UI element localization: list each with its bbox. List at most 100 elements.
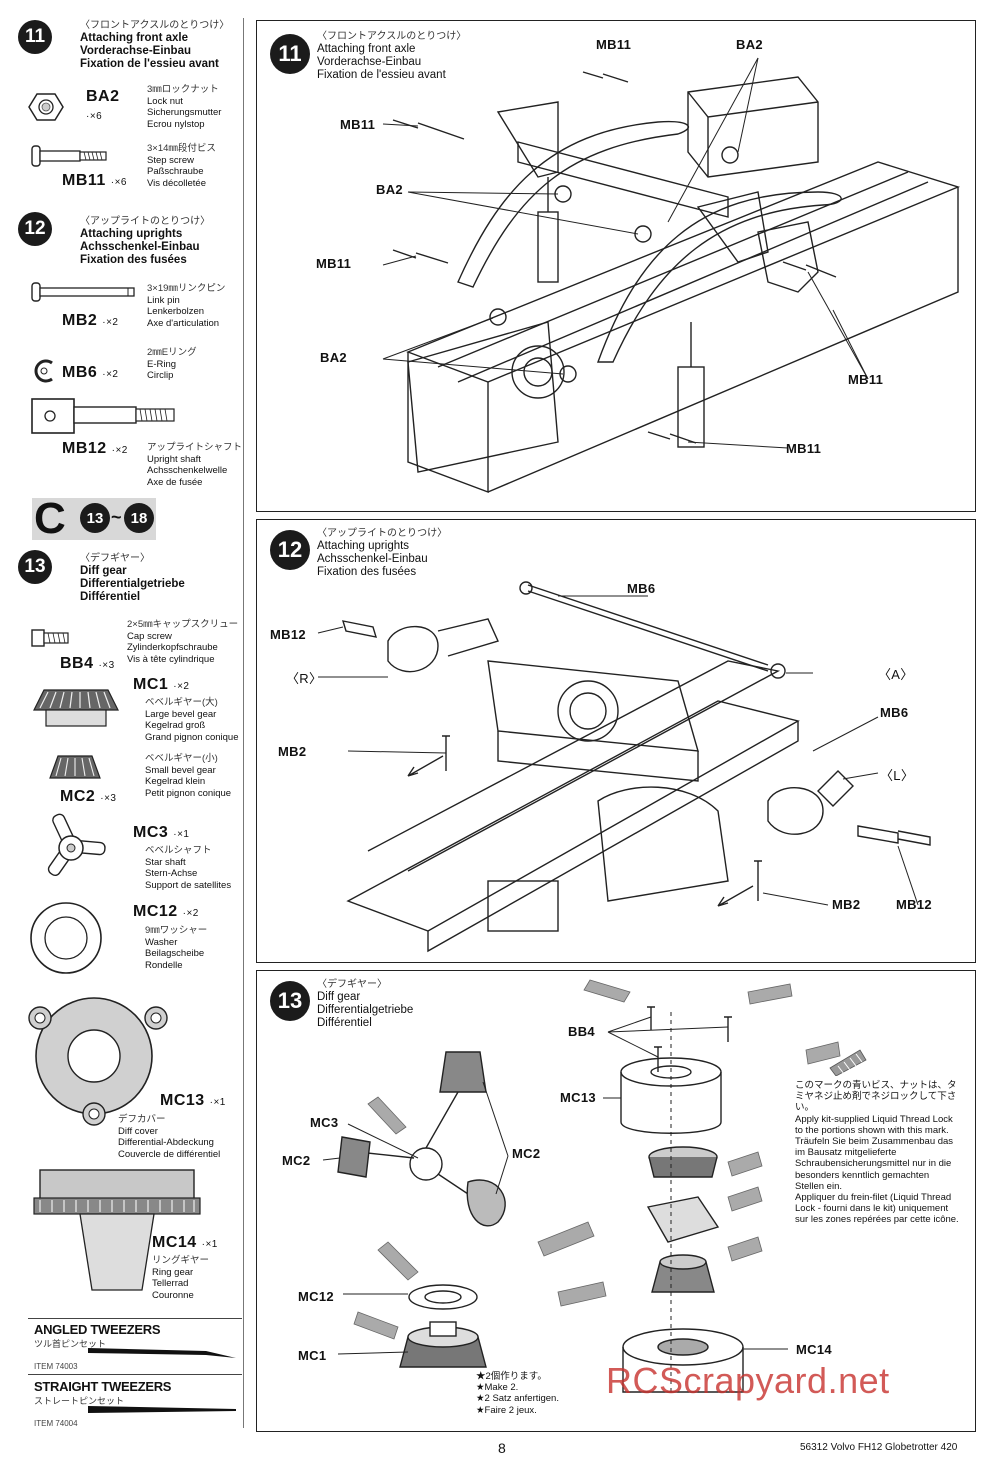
- lock-nut-icon: [28, 93, 64, 121]
- star-shaft-icon: [47, 813, 106, 877]
- note-en: Apply kit-supplied Liquid Thread Lock to…: [795, 1113, 953, 1136]
- straight-tweezers-icon: [88, 1406, 236, 1413]
- label-mc1: MC1: [298, 1348, 327, 1363]
- link-pin-icon: [31, 282, 135, 302]
- washer-icon: [30, 902, 102, 974]
- small-bevel-gear-icon: [49, 755, 101, 779]
- label-mb12: MB12: [896, 897, 932, 912]
- part-code-bb4: BB4 ·×3: [60, 655, 115, 672]
- step-12-panel-badge: 12: [270, 530, 310, 570]
- part-code-mc13: MC13 ·×1: [160, 1092, 226, 1109]
- part-code-mb2: MB2 ·×2: [62, 312, 119, 329]
- step-11-panel-title: 〈フロントアクスルのとりつけ〉 Attaching front axle Vor…: [317, 31, 467, 81]
- label-l-side: 〈L〉: [880, 768, 915, 783]
- angled-tweezers-icon: [88, 1348, 236, 1358]
- step-number: 12: [24, 218, 46, 239]
- ring-gear-icon: [33, 1169, 201, 1291]
- part-code-mc12: MC12 ·×2: [133, 903, 199, 920]
- part-code-mb11: MB11 ·×6: [62, 172, 127, 189]
- label-mc13: MC13: [560, 1090, 596, 1105]
- step-screw-icon: [31, 145, 107, 167]
- part-code-mc3: MC3 ·×1: [133, 824, 190, 841]
- make-two-note: ★2個作ります。 ★Make 2. ★2 Satz anfertigen. ★F…: [476, 1371, 559, 1416]
- e-ring-icon: [34, 359, 53, 383]
- tool-angled-tweezers-title: ANGLED TWEEZERS: [34, 1322, 161, 1337]
- step-13-panel-badge: 13: [270, 981, 310, 1021]
- tool-angled-tweezers-item: ITEM 74003: [34, 1362, 78, 1371]
- step-11-title: 〈フロントアクスルのとりつけ〉 Attaching front axle Vor…: [80, 19, 245, 71]
- label-mb11: MB11: [596, 37, 632, 52]
- label-mc12: MC12: [298, 1289, 334, 1304]
- tools-divider: [28, 1374, 242, 1375]
- uprights-assembly-drawing: [317, 581, 931, 953]
- title-en: Attaching front axle: [80, 32, 188, 44]
- tool-angled-tweezers-jp: ツル首ピンセット: [34, 1339, 107, 1349]
- title-jp: 〈フロントアクスルのとりつけ〉: [80, 20, 230, 31]
- step-12-title: 〈アップライトのとりつけ〉 Attaching uprights Achssch…: [80, 216, 211, 266]
- label-mb2: MB2: [278, 744, 307, 759]
- upright-shaft-icon: [31, 398, 175, 434]
- bag-range-tilde: ~: [111, 507, 122, 527]
- title-fr: Fixation de l'essieu avant: [80, 58, 219, 70]
- step-12-panel: [256, 519, 976, 963]
- large-bevel-gear-icon: [33, 689, 119, 727]
- step-13-badge: 13: [18, 550, 52, 584]
- step-13-title: 〈デフギヤー〉 Diff gear Differentialgetriebe D…: [80, 553, 185, 603]
- thread-lock-mark-icon: [829, 1049, 867, 1076]
- label-mb11: MB11: [316, 256, 352, 271]
- label-mc3: MC3: [310, 1115, 339, 1130]
- label-mc14: MC14: [796, 1342, 832, 1357]
- label-r-side: 〈R〉: [286, 671, 323, 686]
- watermark: RCScrapyard.net: [606, 1360, 890, 1401]
- step-12-panel-title: 〈アップライトのとりつけ〉 Attaching uprights Achssch…: [317, 528, 448, 578]
- step-12-badge: 12: [18, 212, 52, 246]
- label-mb11: MB11: [340, 117, 376, 132]
- part-code-mb6: MB6 ·×2: [62, 364, 119, 381]
- label-a: 〈A〉: [878, 667, 914, 682]
- step-11-badge: 11: [18, 20, 52, 54]
- label-ba2: BA2: [320, 350, 347, 365]
- diff-cover-icon: [28, 997, 168, 1126]
- note-fr: Appliquer du frein-filet (Liquid Thread …: [795, 1192, 959, 1226]
- label-ba2: BA2: [376, 182, 403, 197]
- label-mb2: MB2: [832, 897, 861, 912]
- label-mc2: MC2: [282, 1153, 311, 1168]
- title-de: Vorderachse-Einbau: [80, 45, 191, 57]
- thread-lock-note: このマークの青いビス、ナットは、タミヤネジ止め剤でネジロックして下さい。 App…: [795, 1080, 960, 1226]
- page-number: 8: [498, 1440, 506, 1456]
- label-mb11: MB11: [786, 441, 822, 456]
- part-code-mb12: MB12 ·×2: [62, 440, 128, 457]
- part-code-ba2: BA2·×6: [86, 88, 120, 122]
- label-mb12: MB12: [270, 627, 306, 642]
- label-bb4: BB4: [568, 1024, 595, 1039]
- tool-straight-tweezers-jp: ストレートピンセット: [34, 1396, 125, 1406]
- model-footer: 56312 Volvo FH12 Globetrotter 420: [800, 1442, 958, 1453]
- front-axle-assembly-drawing: [382, 57, 961, 494]
- bag-letter: C: [34, 494, 66, 543]
- bag-range-end: 18: [124, 503, 154, 533]
- step-13-panel-title: 〈デフギヤー〉 Diff gear Differentialgetriebe D…: [317, 979, 414, 1029]
- cap-screw-icon: [31, 629, 69, 647]
- label-mb6: MB6: [880, 705, 909, 720]
- tool-straight-tweezers-title: STRAIGHT TWEEZERS: [34, 1379, 172, 1394]
- diff-gear-assembly-drawing: [322, 979, 841, 1393]
- sidebar-divider: [243, 18, 244, 1428]
- step-number: 11: [24, 26, 46, 47]
- step-13-panel: [256, 970, 976, 1432]
- step-11-panel-badge: 11: [270, 34, 310, 74]
- label-mc2: MC2: [512, 1146, 541, 1161]
- step-11-panel: [256, 20, 976, 512]
- note-jp: このマークの青いビス、ナットは、タミヤネジ止め剤でネジロックして下さい。: [795, 1080, 957, 1114]
- bag-range-start: 13: [80, 503, 110, 533]
